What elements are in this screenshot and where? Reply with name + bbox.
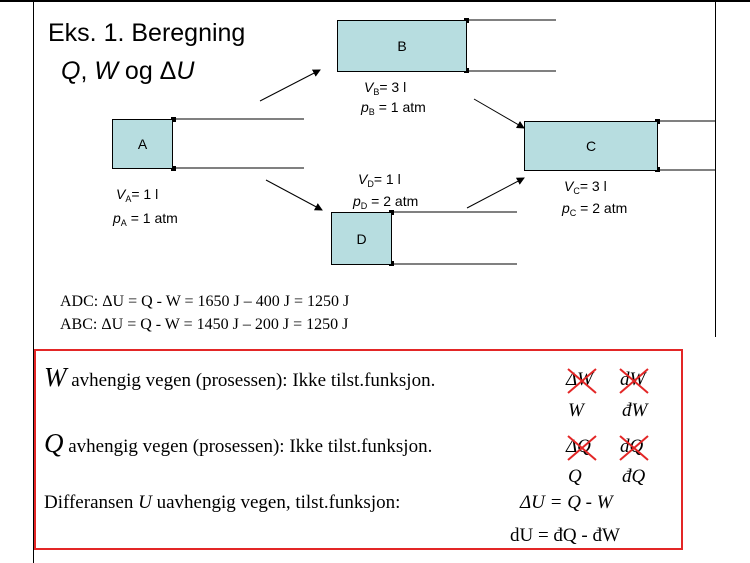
state-c-pressure: pC = 2 atm: [562, 200, 628, 218]
summary-w-row: W avhengig vegen (prosessen): Ikke tilst…: [44, 362, 435, 393]
slide-border-right: [715, 2, 716, 337]
summary-diff-text: Differansen: [44, 492, 139, 513]
summary-diff-rest: uavhengig vegen, tilst.funksjon:: [151, 492, 401, 513]
state-a-volume: VA= 1 l: [116, 186, 159, 204]
state-d-pressure: pD = 2 atm: [353, 193, 419, 211]
state-b-box: B: [337, 20, 467, 72]
title-u-symbol: U: [176, 57, 195, 85]
state-a-pressure: pA = 1 atm: [113, 210, 178, 228]
summary-q-symbol: Q: [44, 428, 64, 458]
summary-w-sub-1: W: [568, 400, 584, 421]
slide-border-left: [33, 2, 34, 563]
summary-frame: [34, 349, 683, 550]
slide-title-line2: Q, W og ΔU: [61, 57, 194, 86]
summary-q-sub-1: Q: [568, 466, 582, 487]
state-a-label: A: [137, 136, 148, 152]
title-q-symbol: Q: [61, 57, 81, 85]
state-b-volume: VB= 3 l: [364, 79, 407, 97]
arrow-b-to-c: [473, 98, 525, 129]
title-sep: ,: [80, 57, 95, 85]
arrow-d-to-c: [466, 177, 525, 209]
state-b-label: B: [397, 38, 407, 54]
state-a-box: A: [112, 119, 173, 169]
equation-abc: ABC: ΔU = Q - W = 1450 J – 200 J = 1250 …: [60, 316, 349, 333]
state-d-box: D: [331, 212, 392, 265]
title-w-symbol: W: [94, 57, 118, 85]
arrow-a-to-b: [259, 69, 321, 102]
piston-mark-a-top: [171, 117, 176, 122]
arrow-a-to-d: [265, 179, 323, 211]
state-d-volume: VD= 1 l: [358, 171, 401, 189]
title-og: og Δ: [117, 57, 177, 85]
equation-adc: ADC: ΔU = Q - W = 1650 J – 400 J = 1250 …: [60, 293, 350, 310]
summary-q-crossed-delta: ΔQ: [566, 436, 591, 457]
cross-mark-icon: [619, 435, 649, 461]
state-c-label: C: [585, 138, 597, 154]
state-c-volume: VC= 3 l: [564, 178, 607, 196]
summary-diff-row: Differansen U uavhengig vegen, tilst.fun…: [44, 492, 400, 514]
state-d-label: D: [356, 230, 367, 247]
summary-w-text: avhengig vegen (prosessen): Ikke tilst.f…: [66, 370, 436, 391]
summary-q-text: avhengig vegen (prosessen): Ikke tilst.f…: [63, 436, 433, 457]
cross-mark-icon: [567, 435, 597, 461]
summary-diff-u: U: [138, 492, 152, 513]
summary-q-row: Q avhengig vegen (prosessen): Ikke tilst…: [44, 428, 432, 459]
slide-border-top: [0, 0, 750, 2]
summary-diff-equation: ΔU = Q - W: [520, 492, 613, 513]
slide-title-line1: Eks. 1. Beregning: [48, 19, 246, 47]
state-b-pressure: pB = 1 atm: [361, 99, 426, 117]
state-c-box: C: [524, 121, 658, 171]
summary-diff-equation-2: dU = đQ - đW: [510, 525, 620, 546]
summary-w-symbol: W: [44, 362, 67, 392]
cross-mark-icon: [567, 368, 597, 394]
summary-q-sub-2: đQ: [622, 466, 646, 487]
piston-mark-a-bottom: [171, 166, 176, 171]
cross-mark-icon: [619, 368, 649, 394]
summary-w-sub-2: đW: [622, 400, 648, 421]
